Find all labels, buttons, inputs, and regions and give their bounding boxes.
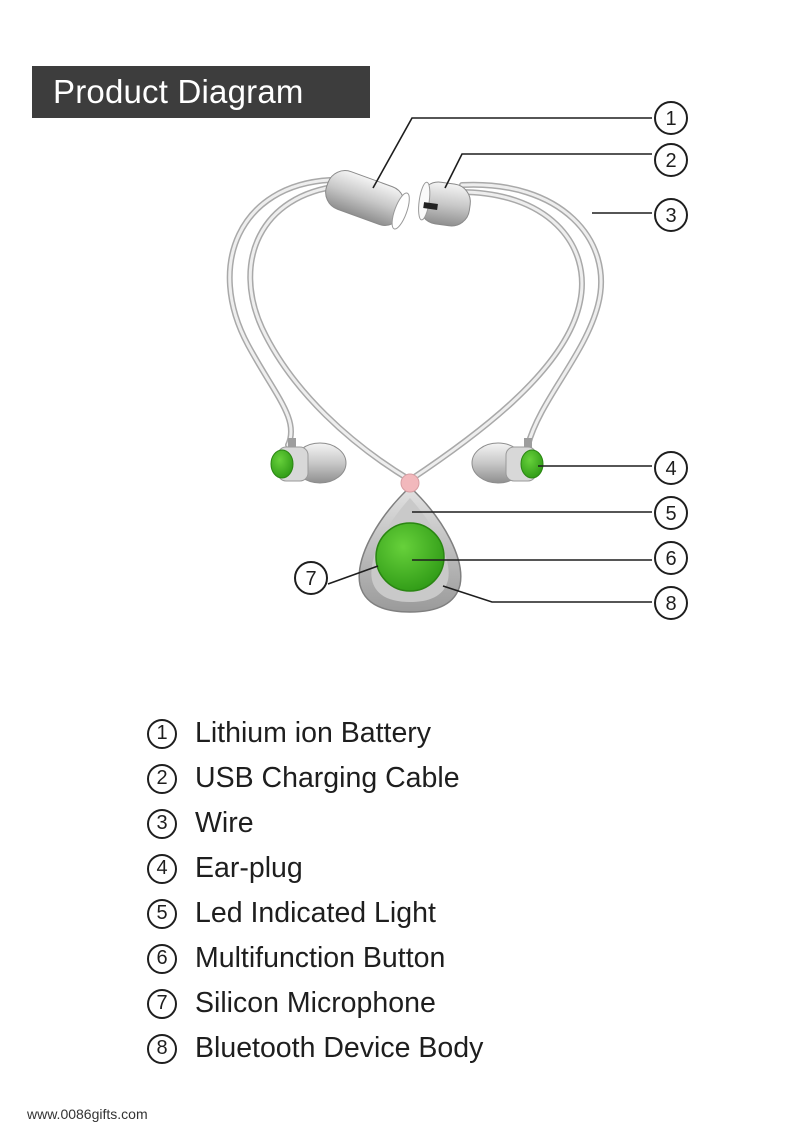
right-ear-plug xyxy=(471,438,544,484)
legend-item-led-light: 5 Led Indicated Light xyxy=(147,891,483,936)
legend-item-multifunction-button: 6 Multifunction Button xyxy=(147,936,483,981)
diagram-title: Product Diagram xyxy=(32,66,370,118)
callout-label: 4 xyxy=(665,458,676,480)
led-indicator-light xyxy=(400,473,420,493)
legend-label: Wire xyxy=(195,807,254,839)
callout-label: 8 xyxy=(665,593,676,615)
callout-4: 4 xyxy=(654,451,688,485)
callout-label: 1 xyxy=(665,108,676,130)
legend-number: 4 xyxy=(147,853,177,884)
wire xyxy=(226,177,605,483)
callout-3: 3 xyxy=(654,198,688,232)
legend-item-battery: 1 Lithium ion Battery xyxy=(147,711,483,756)
callout-label: 5 xyxy=(665,503,676,525)
callout-label: 2 xyxy=(665,150,676,172)
callout-1: 1 xyxy=(654,101,688,135)
callout-7: 7 xyxy=(294,561,328,595)
legend-item-wire: 3 Wire xyxy=(147,801,483,846)
left-ear-plug xyxy=(270,438,347,484)
callout-6: 6 xyxy=(654,541,688,575)
legend-number: 3 xyxy=(147,808,177,839)
legend-item-device-body: 8 Bluetooth Device Body xyxy=(147,1026,483,1071)
legend-label: USB Charging Cable xyxy=(195,762,460,794)
multifunction-button xyxy=(375,522,445,592)
legend-item-usb-cable: 2 USB Charging Cable xyxy=(147,756,483,801)
callout-label: 3 xyxy=(665,205,676,227)
callout-2: 2 xyxy=(654,143,688,177)
legend-label: Lithium ion Battery xyxy=(195,717,432,749)
legend-label: Led Indicated Light xyxy=(195,897,436,929)
callout-lines xyxy=(327,117,652,603)
callout-label: 7 xyxy=(305,568,316,590)
legend-label: Multifunction Button xyxy=(195,942,446,974)
legend-label: Silicon Microphone xyxy=(195,987,436,1019)
legend-number: 6 xyxy=(147,943,177,974)
footer-url: www.0086gifts.com xyxy=(27,1106,148,1122)
legend-item-ear-plug: 4 Ear-plug xyxy=(147,846,483,891)
legend-number: 8 xyxy=(147,1033,177,1064)
lithium-ion-battery xyxy=(325,170,410,230)
legend-item-microphone: 7 Silicon Microphone xyxy=(147,981,483,1026)
parts-legend: 1 Lithium ion Battery 2 USB Charging Cab… xyxy=(147,711,483,1071)
legend-number: 1 xyxy=(147,718,177,749)
callout-label: 6 xyxy=(665,548,676,570)
callout-8: 8 xyxy=(654,586,688,620)
callout-5: 5 xyxy=(654,496,688,530)
legend-label: Bluetooth Device Body xyxy=(195,1032,484,1064)
legend-label: Ear-plug xyxy=(195,852,303,884)
legend-number: 7 xyxy=(147,988,177,1019)
legend-number: 5 xyxy=(147,898,177,929)
legend-number: 2 xyxy=(147,763,177,794)
